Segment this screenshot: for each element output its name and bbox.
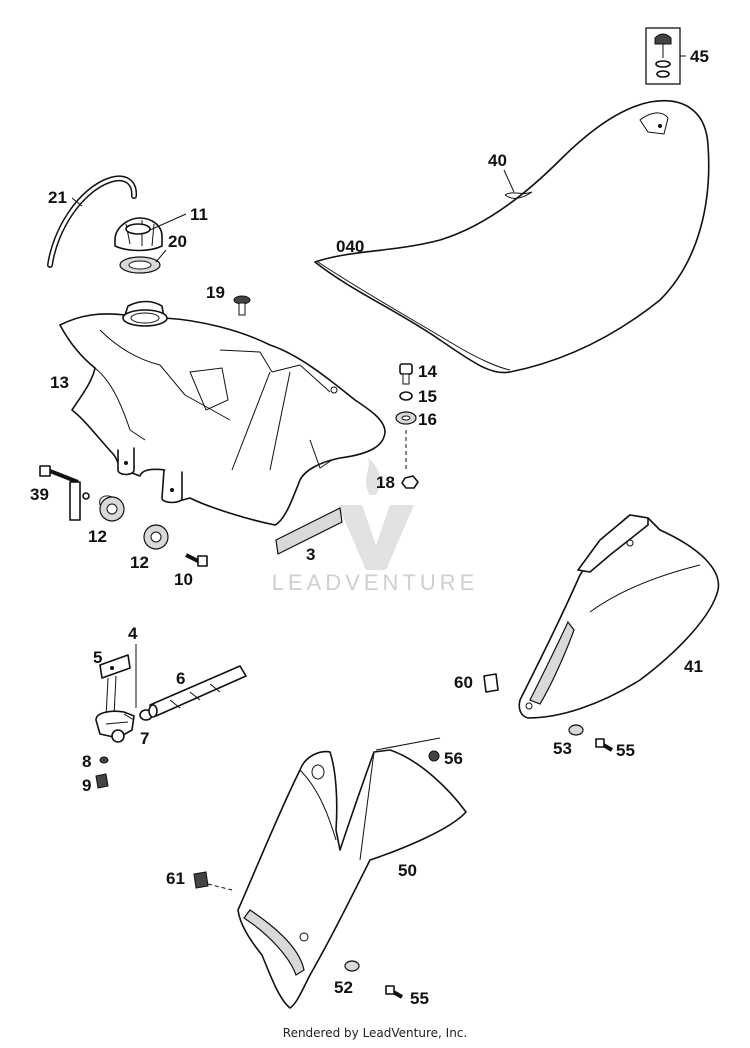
label-16: 16 xyxy=(418,410,437,429)
label-15: 15 xyxy=(418,387,437,406)
watermark-text: LEADVENTURE xyxy=(272,570,479,595)
part-60-clip xyxy=(483,673,499,693)
part-15-washer xyxy=(399,391,413,401)
label-4: 4 xyxy=(128,624,138,643)
part-4-5-fuel-tap xyxy=(95,654,135,743)
part-55-bolt-a xyxy=(595,738,614,752)
label-39: 39 xyxy=(30,485,49,504)
label-3: 3 xyxy=(306,545,315,564)
part-11-tank-cap xyxy=(114,217,163,252)
part-14-bolt xyxy=(399,363,413,385)
label-20: 20 xyxy=(168,232,187,251)
label-55b: 55 xyxy=(410,989,429,1008)
part-8-seal xyxy=(99,756,109,764)
label-61: 61 xyxy=(166,869,185,888)
part-12-rubber-mount-a xyxy=(99,495,125,522)
label-41: 41 xyxy=(684,657,703,676)
part-6-fuel-hose xyxy=(148,665,247,718)
part-3-foam-strip xyxy=(275,507,343,555)
label-12b: 12 xyxy=(130,553,149,572)
label-10: 10 xyxy=(174,570,193,589)
label-6: 6 xyxy=(176,669,185,688)
label-60: 60 xyxy=(454,673,473,692)
label-21: 21 xyxy=(48,188,67,207)
part-52-grommet xyxy=(344,960,360,972)
part-50-side-panel xyxy=(237,737,467,1009)
label-19: 19 xyxy=(206,283,225,302)
part-19-screw xyxy=(233,295,251,316)
label-45: 45 xyxy=(690,47,709,66)
leadventure-watermark: LEADVENTURE xyxy=(272,458,479,595)
label-5: 5 xyxy=(93,648,102,667)
part-61-clip xyxy=(193,871,209,889)
part-56-screw xyxy=(428,750,440,762)
label-53: 53 xyxy=(553,739,572,758)
part-55-bolt-b xyxy=(385,985,404,999)
part-39-bolt xyxy=(39,465,90,521)
label-9: 9 xyxy=(82,776,91,795)
part-9-screw xyxy=(95,773,109,789)
footer-credit: Rendered by LeadVenture, Inc. xyxy=(282,1026,468,1040)
part-13-fuel-tank xyxy=(59,300,386,526)
part-12-rubber-mount-b xyxy=(143,524,169,550)
label-11: 11 xyxy=(190,205,208,224)
label-14: 14 xyxy=(418,362,437,381)
label-13: 13 xyxy=(50,373,69,392)
part-45-bolt-kit xyxy=(645,27,686,85)
part-20-gasket xyxy=(119,256,161,274)
label-52: 52 xyxy=(334,978,353,997)
part-18-nut xyxy=(401,475,419,489)
label-12a: 12 xyxy=(88,527,107,546)
label-56: 56 xyxy=(444,749,463,768)
label-55a: 55 xyxy=(616,741,635,760)
part-41-side-cover xyxy=(518,514,720,719)
label-40: 40 xyxy=(488,151,507,170)
label-8: 8 xyxy=(82,752,91,771)
label-040: 040 xyxy=(336,237,364,256)
label-7: 7 xyxy=(140,729,149,748)
part-21-breather-hose xyxy=(47,175,138,268)
label-50: 50 xyxy=(398,861,417,880)
part-10-bolt xyxy=(185,553,208,567)
part-53-grommet xyxy=(568,724,584,736)
part-16-washer xyxy=(395,411,417,425)
part-040-seat xyxy=(314,100,710,374)
label-18: 18 xyxy=(376,473,395,492)
